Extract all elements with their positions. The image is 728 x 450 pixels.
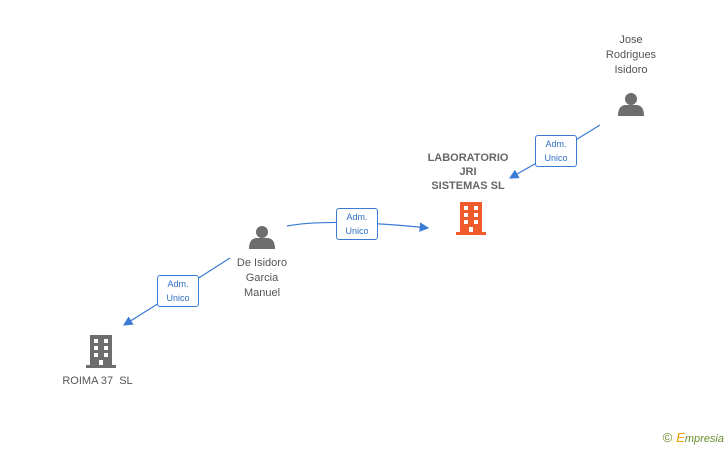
copyright-symbol: © — [662, 430, 673, 445]
relation-badge: Adm. Unico — [157, 275, 199, 307]
relation-role: Unico — [166, 293, 190, 303]
person-label-jose[interactable]: Jose Rodrigues Isidoro — [586, 33, 676, 78]
label-line: Isidoro — [614, 64, 648, 76]
label-line: ROIMA 37 SL — [62, 375, 133, 387]
relation-role: Adm. — [346, 212, 368, 222]
label-line: Rodrigues — [605, 49, 657, 61]
label-line: De Isidoro — [236, 257, 288, 269]
label-line: LABORATORIO — [427, 152, 509, 164]
label-line: Manuel — [243, 287, 281, 299]
company-label-roima[interactable]: ROIMA 37 SL — [50, 374, 145, 389]
relation-badge: Adm. Unico — [535, 135, 577, 167]
brand-logo: ©Empresia — [663, 430, 724, 445]
label-line: JRI — [459, 166, 477, 178]
company-building-icon[interactable] — [86, 335, 116, 368]
person-label-de-isidoro[interactable]: De Isidoro Garcia Manuel — [217, 256, 307, 301]
relation-badge: Adm. Unico — [336, 208, 378, 240]
brand-name: mpresia — [684, 433, 724, 445]
label-line: Garcia — [245, 272, 279, 284]
main-company-building-icon[interactable] — [456, 202, 486, 235]
label-line: SISTEMAS SL — [431, 180, 505, 192]
label-line: Jose — [619, 34, 643, 46]
person-icon[interactable] — [618, 93, 644, 116]
relation-role: Adm. — [545, 139, 567, 149]
relation-role: Unico — [345, 226, 369, 236]
company-label-laboratorio[interactable]: LABORATORIO JRI SISTEMAS SL — [418, 151, 518, 193]
relation-role: Unico — [544, 153, 568, 163]
person-icon[interactable] — [249, 226, 275, 249]
relation-role: Adm. — [167, 279, 189, 289]
brand-first-letter: E — [676, 430, 685, 445]
